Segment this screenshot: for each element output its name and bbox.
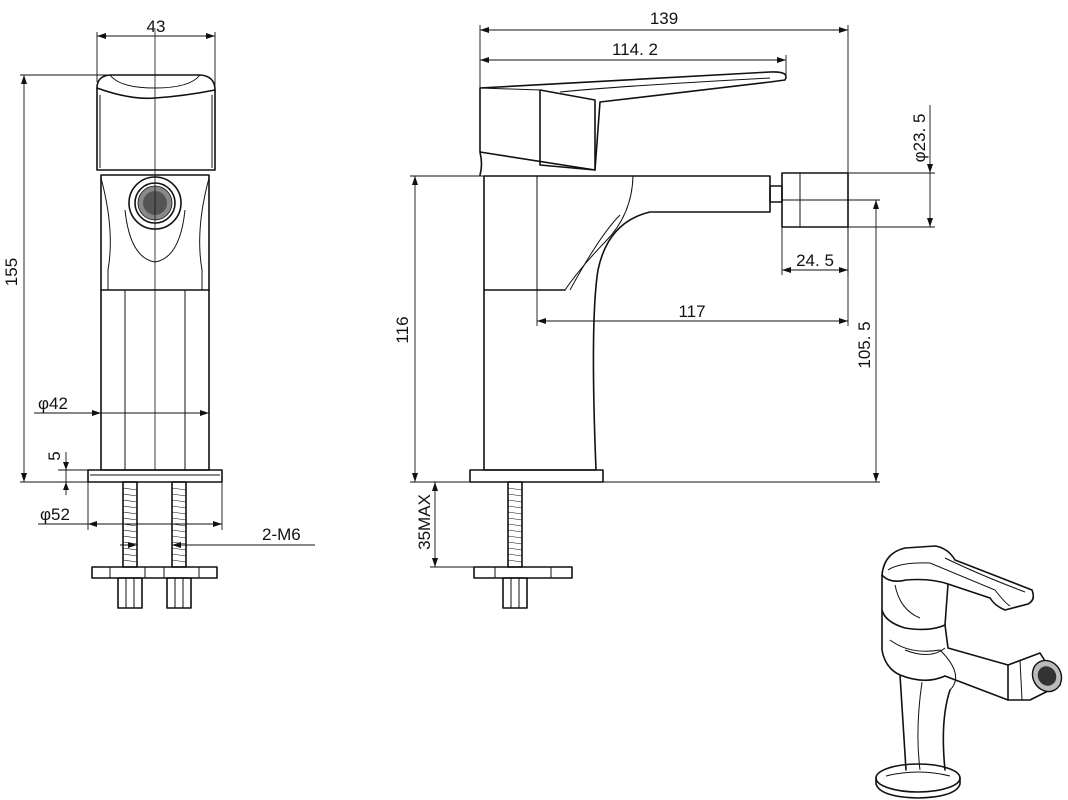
front-base-thickness-dimension: 5 — [45, 451, 88, 495]
side-deck-thickness-label: 35MAX — [415, 494, 434, 550]
front-studs-label: 2-M6 — [262, 525, 301, 544]
front-width-label: 43 — [147, 17, 166, 36]
side-nozzle-diameter-dimension: φ23. 5 — [848, 105, 935, 228]
side-nozzle-height-label: 105. 5 — [855, 321, 874, 368]
side-base — [469, 469, 604, 483]
side-stud — [473, 481, 573, 609]
faucet-3d-illustration — [875, 545, 1063, 799]
side-view: 139 114. 2 φ23. 5 24. 5 — [393, 9, 935, 609]
front-height-label: 155 — [2, 258, 21, 286]
side-nozzle-diameter-label: φ23. 5 — [910, 114, 929, 163]
front-width-dimension: 43 — [96, 17, 216, 86]
side-body-height-dimension: 116 — [393, 175, 484, 483]
front-base-diameter-label: φ52 — [40, 505, 70, 524]
front-studs-dimension: 2-M6 — [120, 525, 315, 548]
front-base-thickness-label: 5 — [45, 451, 64, 460]
side-nozzle — [769, 172, 849, 228]
front-washer-and-nuts — [91, 566, 218, 609]
side-overall-length-label: 139 — [650, 9, 678, 28]
side-handle-length-label: 114. 2 — [612, 40, 658, 59]
front-handle — [96, 74, 216, 171]
front-body-diameter-dimension: φ42 — [34, 394, 209, 416]
side-body-height-label: 116 — [393, 316, 412, 343]
side-nozzle-length-dimension: 24. 5 — [781, 227, 849, 275]
side-overall-length-dimension: 139 — [479, 9, 849, 175]
side-nozzle-length-label: 24. 5 — [796, 251, 834, 270]
side-handle — [479, 71, 787, 176]
front-view: 43 155 φ42 5 — [2, 17, 315, 609]
side-spout-reach-dimension: 117 — [536, 227, 849, 326]
side-handle-length-dimension: 114. 2 — [480, 40, 787, 78]
side-nozzle-height-dimension: 105. 5 — [603, 199, 880, 483]
side-spout-reach-label: 117 — [678, 302, 705, 321]
front-height-dimension: 155 — [2, 74, 110, 483]
front-base-diameter-dimension: φ52 — [38, 482, 223, 530]
front-body-diameter-label: φ42 — [38, 394, 68, 413]
side-body — [483, 175, 771, 471]
side-deck-thickness-dimension: 35MAX — [415, 482, 474, 568]
front-base — [87, 469, 223, 483]
front-studs — [122, 481, 187, 568]
